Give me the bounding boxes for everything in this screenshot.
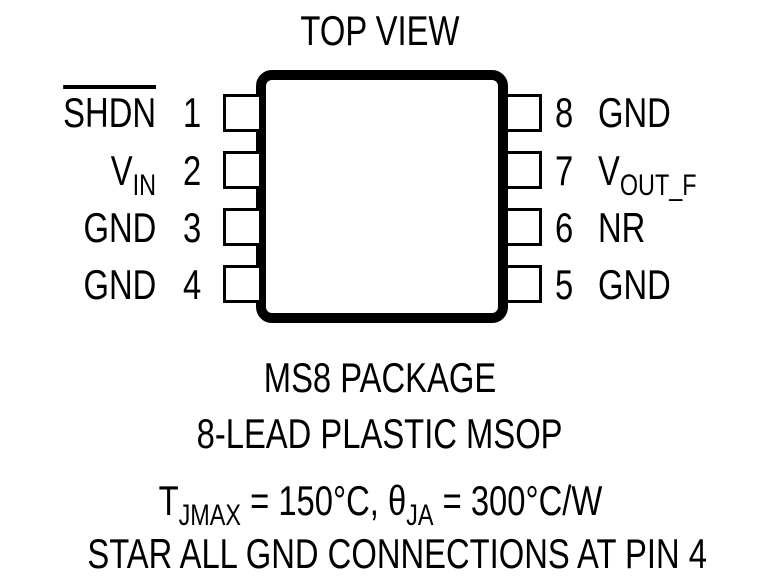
pin-2-name: VIN bbox=[110, 147, 156, 202]
pin-7-name: VOUT_F bbox=[598, 147, 697, 202]
pin-4-lead bbox=[223, 265, 259, 303]
pin-2-lead bbox=[223, 151, 259, 189]
pin-5-number: 5 bbox=[555, 261, 574, 308]
package-description: 8-LEAD PLASTIC MSOP bbox=[197, 410, 563, 457]
package-body bbox=[256, 70, 508, 323]
grounding-note: STAR ALL GND CONNECTIONS AT PIN 4 bbox=[87, 530, 707, 577]
pin-3-number: 3 bbox=[183, 204, 202, 251]
pin-3-name: GND bbox=[83, 204, 156, 251]
pin-1-name: SHDN bbox=[63, 89, 156, 136]
pin-6-lead bbox=[508, 208, 542, 246]
pin-8-lead bbox=[508, 94, 542, 132]
pin-8-number: 8 bbox=[555, 89, 574, 136]
pin-4-name: GND bbox=[83, 261, 156, 308]
package-name: MS8 PACKAGE bbox=[263, 354, 497, 401]
pin-1-lead bbox=[223, 94, 259, 132]
pin-8-name: GND bbox=[598, 89, 671, 136]
pin-5-lead bbox=[508, 265, 542, 303]
pin-6-number: 6 bbox=[555, 204, 574, 251]
pin-6-name: NR bbox=[598, 204, 646, 251]
pin-2-number: 2 bbox=[183, 147, 202, 194]
diagram-title: TOP VIEW bbox=[300, 7, 460, 54]
pin-3-lead bbox=[223, 208, 259, 246]
pin-5-name: GND bbox=[598, 261, 671, 308]
pin-1-number: 1 bbox=[183, 89, 202, 136]
pin-4-number: 4 bbox=[183, 261, 202, 308]
thermal-spec: TJMAX = 150°C, θJA = 300°C/W bbox=[158, 477, 602, 532]
pin-7-number: 7 bbox=[555, 147, 574, 194]
pin-7-lead bbox=[508, 151, 542, 189]
